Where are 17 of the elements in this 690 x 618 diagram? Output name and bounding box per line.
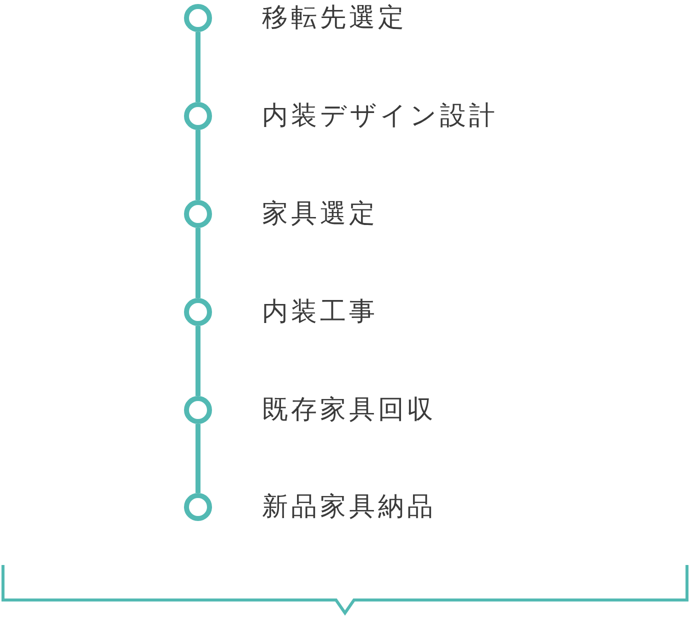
timeline-circle bbox=[184, 396, 212, 424]
timeline-circle bbox=[184, 102, 212, 130]
timeline-circle bbox=[184, 4, 212, 32]
timeline-connector bbox=[196, 228, 200, 298]
step-label: 移転先選定 bbox=[262, 2, 407, 34]
timeline-circle bbox=[184, 493, 212, 521]
step-label: 内装デザイン設計 bbox=[262, 100, 498, 132]
timeline-connector bbox=[196, 130, 200, 200]
step-label: 既存家具回収 bbox=[262, 394, 436, 426]
step-label: 内装工事 bbox=[262, 296, 378, 328]
step-label: 家具選定 bbox=[262, 198, 378, 230]
timeline-connector bbox=[196, 326, 200, 396]
timeline-circle bbox=[184, 200, 212, 228]
timeline-connector bbox=[196, 424, 200, 493]
step-label: 新品家具納品 bbox=[262, 491, 436, 523]
timeline-connector bbox=[196, 32, 200, 102]
timeline-circle bbox=[184, 298, 212, 326]
